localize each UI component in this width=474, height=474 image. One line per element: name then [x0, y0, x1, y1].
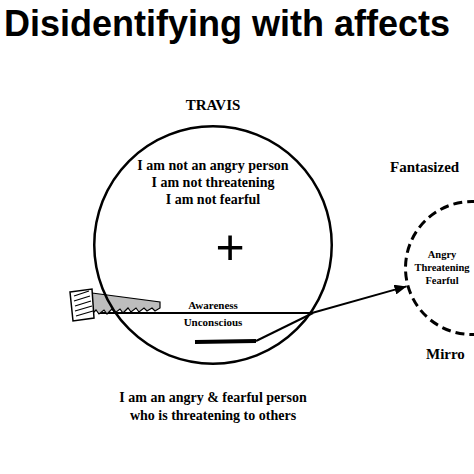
circle-outline: [406, 202, 474, 335]
circle-heading: Fantasized: [390, 158, 459, 176]
saw-blade: [92, 293, 160, 314]
unconscious-line: [195, 341, 256, 342]
circle-text: I am not an angry person I am not threat…: [113, 157, 313, 208]
split-line: [256, 313, 313, 341]
cut-label: Mirro: [426, 345, 465, 363]
unconscious-label: Unconscious: [153, 316, 273, 328]
title: Disidentifying with affects: [4, 4, 450, 44]
plus-sign: +: [205, 222, 255, 272]
circle-outline: [94, 126, 332, 364]
saw-icon: [70, 289, 160, 321]
note-text: I am an angry & fearful person who is th…: [53, 389, 373, 425]
circle-heading: TRAVIS: [93, 96, 333, 114]
fantasized-circle: FantasizedAngry Threatening Fearful: [404, 200, 474, 336]
awareness-line: [100, 312, 313, 314]
travis-circle: TRAVISI am not an angry person I am not …: [93, 125, 333, 365]
saw-handle: [70, 289, 94, 321]
circle-text: Angry Threatening Fearful: [407, 248, 474, 287]
connector-arrow: [312, 286, 407, 313]
awareness-label: Awareness: [153, 299, 273, 311]
saw-hatching: [74, 291, 93, 316]
